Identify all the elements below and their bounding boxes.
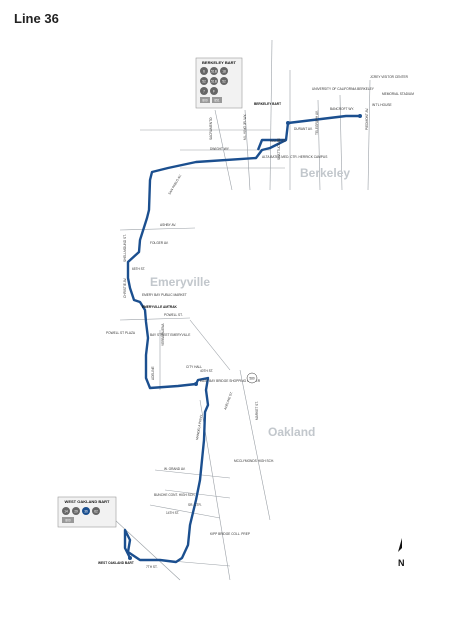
street-shellmound: SHELLMOUND ST. [123, 234, 127, 262]
landmark-east-bay-bridge: EAST BAY BRIDGE SHOPPING CENTER [200, 379, 261, 383]
street-haste: HASTE ST. [270, 139, 286, 143]
landmark-memorial-stadium: MEMORIAL STADIUM [382, 92, 414, 96]
highway-580-shield [246, 372, 258, 384]
street-durant: DURANT AV. [294, 127, 313, 131]
badge: 51B [211, 80, 217, 84]
badge: 14 [64, 510, 68, 514]
badge: 29 [74, 510, 78, 514]
street-14th: 14TH ST. [166, 511, 179, 515]
badge: 6 [203, 70, 205, 74]
landmarks: BERKELEY BART UNIVERSITY OF CALIFORNIA B… [98, 75, 414, 565]
street-65th: 65TH ST. [132, 267, 145, 271]
street-7th: 7TH ST. [146, 565, 158, 569]
landmark-city-hall: CITY HALL [186, 365, 202, 369]
landmark-alta-bates: ALTA BATES MED. CTR. HERRICK CAMPUS [262, 155, 327, 159]
landmark-berkeley-bart: BERKELEY BART [254, 102, 281, 106]
street-telegraph: TELEGRAPH AV. [315, 110, 319, 135]
landmark-bay-street: BAY STREET EMERYVILLE [150, 333, 190, 337]
badge: 800 [65, 519, 71, 523]
street-40th: 40TH ST. [200, 369, 213, 373]
highway-580: 580 [249, 377, 255, 381]
landmark-west-oakland-bart: WEST OAKLAND BART [98, 561, 134, 565]
street-ashby: ASHBY AV. [160, 223, 176, 227]
city-berkeley: Berkeley [300, 166, 350, 180]
berkeley-bart-box: BERKELEY BART 6 51B 18 52 51B 52 7 F 800… [195, 57, 243, 109]
route-line-36 [123, 114, 360, 564]
berkeley-bart-box-title: BERKELEY BART [202, 60, 236, 65]
badge: 851 [214, 99, 220, 103]
street-mandela: MANDELA PKWY. [195, 414, 204, 441]
landmark-emeryville-amtrak: EMERYVILLE AMTRAK [142, 305, 178, 309]
badge: F [213, 90, 215, 94]
street-bancroft: BANCROFT WY. [330, 107, 354, 111]
road-network [114, 39, 371, 581]
badge: 36 [84, 510, 88, 514]
north-arrow: N [398, 538, 405, 568]
street-powell: POWELL ST. [164, 313, 183, 317]
street-san-pablo: SAN PABLO AV. [167, 173, 182, 195]
north-arrow-icon [398, 538, 402, 552]
landmark-powell-plaza: POWELL ST PLAZA [106, 331, 136, 335]
badge: 51B [211, 70, 217, 74]
street-adeline: ADELINE ST. [223, 391, 233, 410]
page-title: Line 36 [14, 11, 59, 26]
landmark-kipp-bridge: KIPP BRIDGE COLL. PREP [210, 532, 250, 536]
landmark-sr-ctr: SR. CTR. [188, 503, 202, 507]
street-grand: W. GRAND AV. [164, 467, 186, 471]
badge: 52 [222, 80, 226, 84]
street-yerba: YERBA BUENA [161, 323, 165, 346]
landmark-intl-house: INT'L HOUSE [372, 103, 392, 107]
west-oakland-bart-box-title: WEST OAKLAND BART [65, 499, 110, 504]
street-market: MARKET ST. [255, 401, 259, 420]
badge: 52 [202, 80, 206, 84]
street-sacramento: SACRAMENTO [209, 117, 213, 140]
street-christie: CHRISTIE AV. [123, 278, 127, 298]
route-loop [256, 138, 286, 151]
landmark-bunche: BUNCHE CONT. HIGH SCH. [154, 493, 195, 497]
landmark-uc-berkeley: UNIVERSITY OF CALIFORNIA BERKELEY [312, 87, 375, 91]
badge: 18 [222, 70, 226, 74]
north-label: N [398, 558, 405, 568]
landmark-public-market: EMERY BAY PUBLIC MARKET [142, 293, 187, 297]
badge: 62 [94, 510, 98, 514]
street-piedmont: PIEDMONT AV. [365, 108, 369, 130]
street-ahm: ADELINE [151, 366, 155, 380]
street-mlk: M.L.KING JR. WY. [243, 113, 247, 140]
street-shattuck: SHATTUCK AV. [277, 137, 281, 160]
west-oakland-bart-box: WEST OAKLAND BART 14 29 36 62 800 [57, 496, 117, 528]
berkeley-bart-badges: 6 51B 18 52 51B 52 7 F 800 851 [200, 67, 228, 103]
badge: 800 [202, 99, 208, 103]
landmark-visitor-center: JCREY VISITOR CENTER [370, 75, 409, 79]
city-oakland: Oakland [268, 425, 315, 439]
city-emeryville: Emeryville [150, 275, 210, 289]
landmark-mcclymonds: MCCLYMONDS HIGH SCH. [234, 459, 274, 463]
stops [128, 114, 362, 560]
badge: 7 [203, 90, 205, 94]
street-dwight: DWIGHT WY. [210, 147, 230, 151]
street-folger: FOLGER AV. [150, 241, 169, 245]
